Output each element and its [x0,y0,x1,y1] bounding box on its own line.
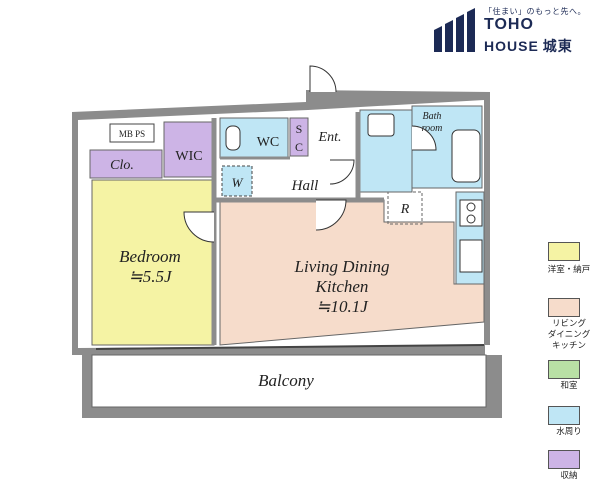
refrigerator-box [387,191,423,225]
ldk-door [315,199,347,231]
legend-swatch [548,242,580,261]
hall-label: Hall [291,178,319,194]
closet-label: Clo. [110,158,134,173]
bath-label-1: Bath [423,111,442,122]
legend-label: リビング ダイニング キッチン [547,318,591,350]
ldk-area [219,199,485,346]
washer-box [221,165,253,197]
toilet-fixture [225,125,241,151]
bedroom-door [183,211,215,243]
legend-item: 水周り [540,404,600,448]
legend-swatch [548,406,580,425]
legend-item: リビング ダイニング キッチン [540,296,600,358]
mbps-box [109,123,155,143]
sink-fixture [459,239,483,273]
shoe-closet-c: C [295,140,303,154]
stove-burner [466,214,476,224]
bedroom-name: Bedroom [119,247,181,266]
ldk-size: ≒10.1J [316,297,369,316]
wc-label: WC [257,135,280,150]
balcony-area [91,354,487,408]
wic-area [163,121,215,178]
shoe-closet-s: S [296,122,303,136]
stove-burner [466,202,476,212]
bedroom-size: ≒5.5J [128,267,173,286]
brand-name-suffix: 城東 [542,38,573,54]
bath-door [411,125,437,151]
legend-item: 和室 [540,358,600,404]
legend-item: 収納 [540,448,600,488]
brand-tagline: 「住まい」のもっと先へ。 [484,7,586,16]
legend-label: 洋室・納戸 [547,264,591,274]
bathtub-fixture [451,129,481,183]
ldk-label-2: Kitchen [315,277,369,296]
legend-label: 和室 [560,380,578,390]
entrance-label: Ent. [318,130,342,145]
bath-label-2: room [422,123,443,134]
basin-fixture [367,113,395,137]
mbps-label: MB PS [119,129,145,139]
bedroom-area [91,179,215,346]
washer-label: W [232,175,244,190]
legend-swatch [548,298,580,317]
brand-name-house: HOUSE [484,38,539,54]
legend-swatch [548,450,580,469]
entrance-door [309,65,337,93]
shoe-closet-area [289,117,309,157]
hall-door [329,159,355,185]
legend-label: 収納 [560,470,578,480]
balcony-label: Balcony [258,371,314,390]
legend-label: 水周り [556,426,582,436]
toho-logo-icon [434,8,475,52]
refrigerator-label: R [400,202,410,217]
wic-label: WIC [175,149,202,164]
legend-item: 洋室・納戸 [540,240,600,296]
floor-plan: MB PS WIC Clo. WC S C Ent. Bath room W H… [72,65,502,418]
legend-swatch [548,360,580,379]
ldk-label-1: Living Dining [294,257,390,276]
closet-area [89,149,163,179]
brand-name-line1: TOHO [484,16,534,33]
color-legend: 洋室・納戸 リビング ダイニング キッチン 和室 水周り 収納 [540,240,600,488]
stove-fixture [459,199,483,227]
